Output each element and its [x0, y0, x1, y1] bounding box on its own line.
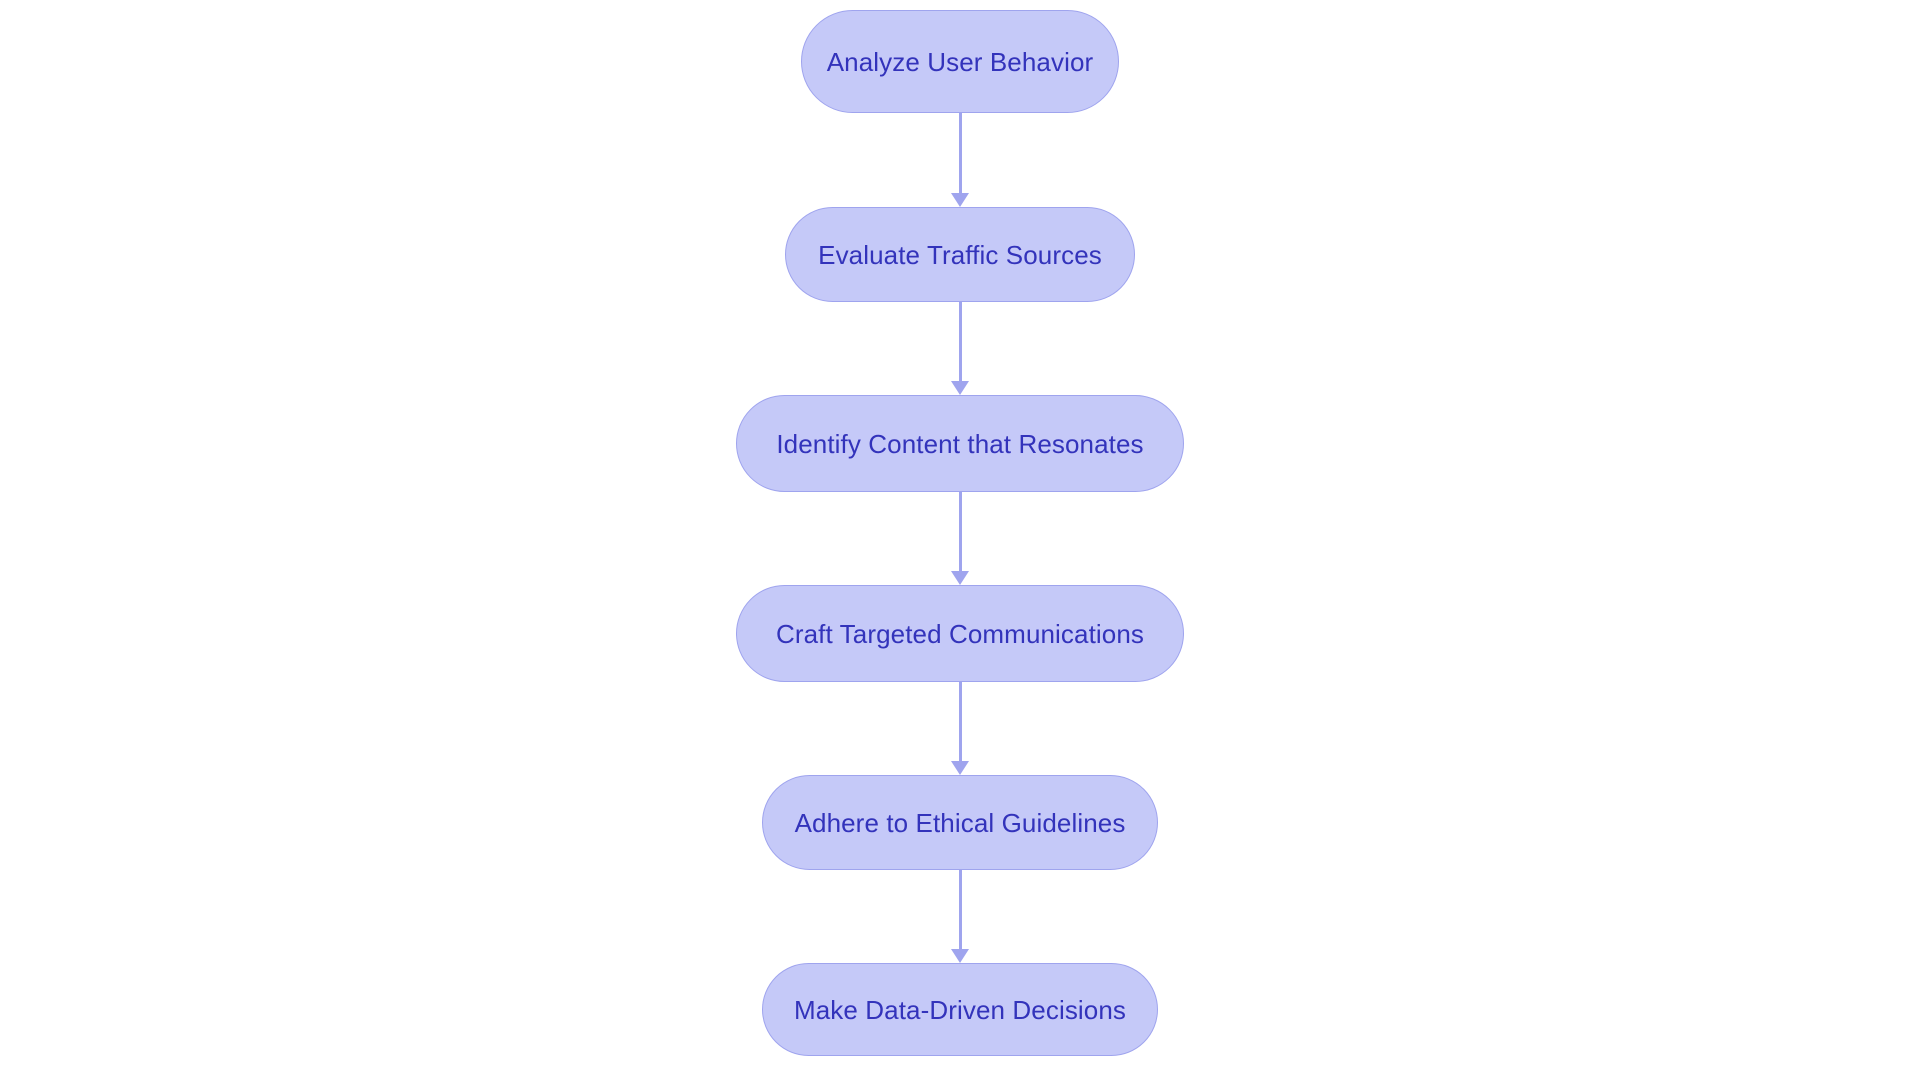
connector-line — [958, 682, 962, 762]
flow-node-make-data-driven-decisions[interactable]: Make Data-Driven Decisions — [762, 963, 1158, 1056]
connector-line — [958, 302, 962, 382]
flow-node-label: Evaluate Traffic Sources — [818, 239, 1102, 270]
connector-line — [958, 113, 962, 194]
arrow-down-icon — [951, 381, 969, 395]
flow-connector-arrow-1 — [950, 113, 970, 207]
connector-line — [958, 492, 962, 572]
flow-node-label: Identify Content that Resonates — [776, 428, 1144, 459]
arrow-down-icon — [951, 571, 969, 585]
flow-node-craft-targeted-communications[interactable]: Craft Targeted Communications — [736, 585, 1184, 682]
arrow-down-icon — [951, 761, 969, 775]
flow-node-label: Adhere to Ethical Guidelines — [794, 807, 1126, 838]
flow-node-label: Craft Targeted Communications — [775, 618, 1145, 649]
flow-node-evaluate-traffic-sources[interactable]: Evaluate Traffic Sources — [785, 207, 1135, 302]
connector-line — [958, 870, 962, 950]
flow-node-label: Analyze User Behavior — [826, 46, 1094, 77]
flow-connector-arrow-3 — [950, 492, 970, 585]
arrow-down-icon — [951, 193, 969, 207]
flow-connector-arrow-5 — [950, 870, 970, 963]
arrow-down-icon — [951, 949, 969, 963]
flow-connector-arrow-4 — [950, 682, 970, 775]
flow-connector-arrow-2 — [950, 302, 970, 395]
flow-node-analyze-user-behavior[interactable]: Analyze User Behavior — [801, 10, 1119, 113]
flow-node-identify-content-that-resonates[interactable]: Identify Content that Resonates — [736, 395, 1184, 492]
flow-node-label: Make Data-Driven Decisions — [793, 994, 1127, 1025]
flow-node-adhere-to-ethical-guidelines[interactable]: Adhere to Ethical Guidelines — [762, 775, 1158, 870]
